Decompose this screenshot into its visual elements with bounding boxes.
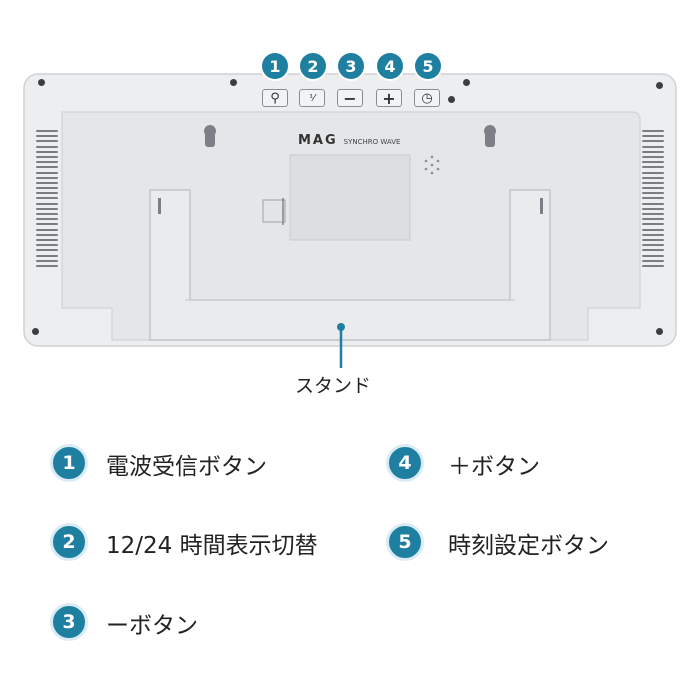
legend-label: 12/24 時間表示切替 xyxy=(106,533,318,559)
left-vent xyxy=(36,130,58,267)
legend-label: 時刻設定ボタン xyxy=(448,533,609,559)
minus-icon: − xyxy=(343,88,357,108)
legend-label: ＋ボタン xyxy=(448,454,540,480)
screw xyxy=(38,79,45,86)
button-number-badge: 2 xyxy=(300,53,326,79)
screw xyxy=(230,79,237,86)
screw xyxy=(656,82,663,89)
stand-label: スタンド xyxy=(295,375,372,397)
button-number-badge: 1 xyxy=(262,53,288,79)
clock-device: MAG SYNCHRO WAVE ⚲ ⅟ − + ◷ 1 2 3 4 5 スタン… xyxy=(23,53,677,397)
legend-label: 電波受信ボタン xyxy=(106,454,267,480)
screw xyxy=(448,96,455,103)
plus-icon: + xyxy=(382,88,396,108)
radio-antenna-icon: ⚲ xyxy=(270,90,280,106)
button-number-badge: 3 xyxy=(338,53,364,79)
legend-number-badge: 2 xyxy=(50,523,88,561)
legend-number-badge: 4 xyxy=(386,444,424,482)
right-vent xyxy=(642,130,664,267)
button-number-badge: 4 xyxy=(377,53,403,79)
legend-number-badge: 1 xyxy=(50,444,88,482)
device-body xyxy=(23,73,677,368)
screw xyxy=(32,328,39,335)
radio-receive-button[interactable]: ⚲ xyxy=(262,89,288,107)
plus-button[interactable]: + xyxy=(376,88,402,108)
clock-icon: ◷ xyxy=(421,90,433,106)
hour-format-button[interactable]: ⅟ xyxy=(299,89,325,107)
12-24-toggle-icon: ⅟ xyxy=(309,92,315,104)
legend-label: ーボタン xyxy=(106,613,198,639)
button-number-badge: 5 xyxy=(415,53,441,79)
brand-logo: MAG SYNCHRO WAVE xyxy=(298,133,401,148)
time-set-button[interactable]: ◷ xyxy=(414,89,440,107)
legend-number-badge: 5 xyxy=(386,523,424,561)
legend-number-badge: 3 xyxy=(50,603,88,641)
minus-button[interactable]: − xyxy=(337,88,363,108)
screw xyxy=(463,79,470,86)
screw xyxy=(656,328,663,335)
